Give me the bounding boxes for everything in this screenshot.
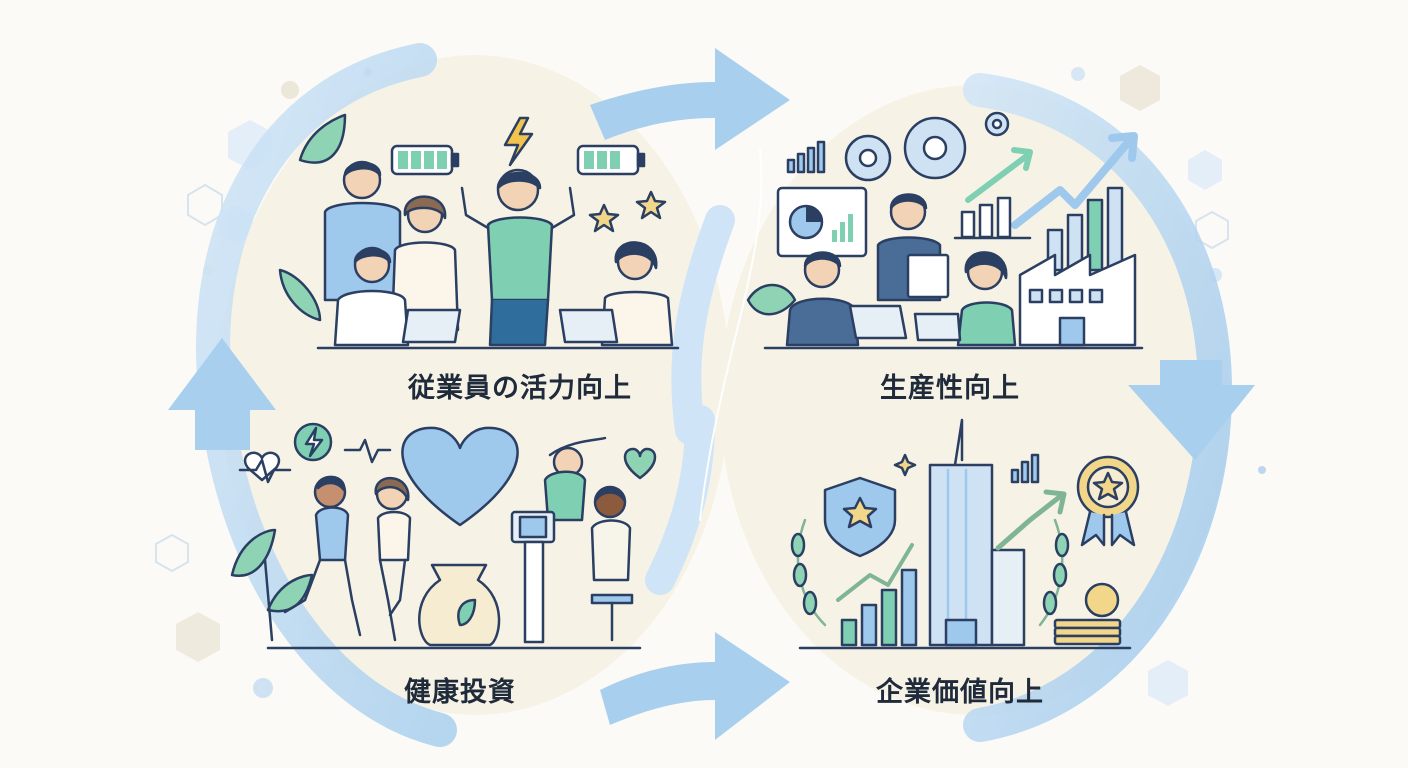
bottom-arrow: [600, 632, 790, 740]
left-up-arrow: [168, 338, 276, 450]
business-growth-icon: [746, 111, 1144, 350]
energized-employees-icon: [278, 113, 680, 350]
health-investment-icon: [230, 422, 657, 650]
quadrant-label-value: 企業価値向上: [876, 677, 1044, 708]
corporate-value-icon: [790, 418, 1140, 650]
quadrant-label-vitality: 従業員の活力向上: [408, 373, 632, 404]
quadrant-label-health: 健康投資: [404, 677, 516, 708]
decorative-shapes: [155, 65, 1266, 706]
right-down-arrow: [1128, 360, 1255, 460]
top-arrow: [590, 48, 790, 150]
flow-arrows: [168, 48, 1255, 740]
quadrant-label-productivity: 生産性向上: [880, 373, 1020, 404]
